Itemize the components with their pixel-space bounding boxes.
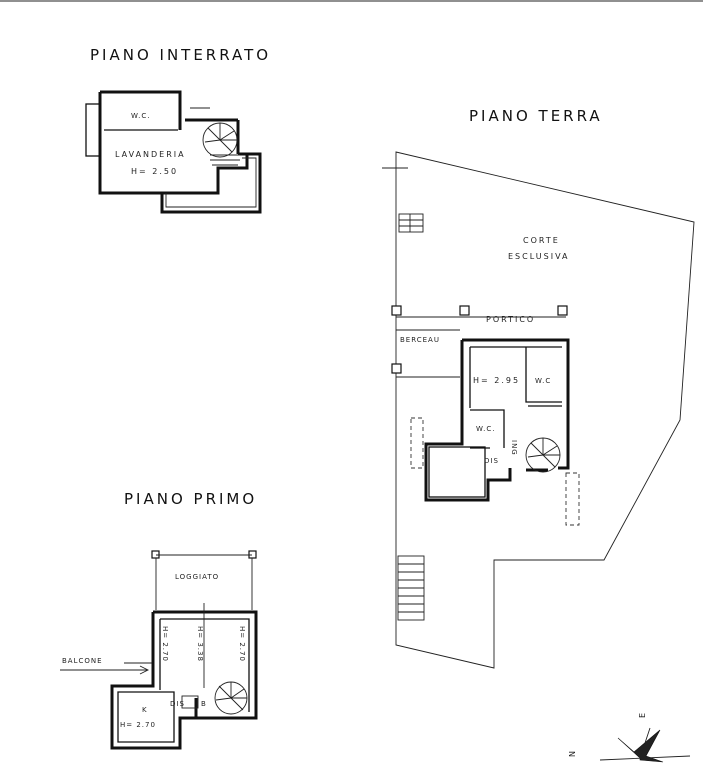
portico-label: PORTICO [486, 315, 535, 324]
primo-dis-label: DIS [170, 700, 185, 708]
balcone-label: BALCONE [62, 657, 103, 665]
berceau-post-top [391, 305, 402, 316]
terra-wc-small-label: W.C. [476, 425, 495, 433]
terra-portico-beams [396, 316, 566, 378]
terra-inner-walls [469, 346, 562, 449]
portico-post-right [557, 305, 568, 316]
terra-steps-top [398, 213, 424, 233]
terra-steps-bottom-lines [398, 563, 424, 613]
piano-interrato-plan: PIANO INTERRATO W.C. LAVANDERIA H= 2.50 [85, 46, 271, 214]
piano-interrato-title: PIANO INTERRATO [90, 46, 271, 64]
interrato-lower-walls [160, 152, 262, 214]
piano-terra-title: PIANO TERRA [469, 107, 603, 125]
compass-rose: N E [568, 711, 691, 763]
primo-stair-steps [215, 682, 247, 711]
corte-label: CORTE [523, 236, 560, 245]
primo-height-left: H= 2.70 [161, 626, 169, 662]
compass-axes [599, 727, 691, 761]
kitchen-height: H= 2.70 [120, 721, 156, 729]
balcone-arrow [60, 665, 150, 675]
interrato-stair-steps [204, 123, 240, 166]
primo-height-center: H= 3.38 [196, 626, 204, 662]
primo-inner-walls [117, 618, 250, 743]
terra-ing-label: ING [510, 440, 518, 456]
interrato-wc-label: W.C. [131, 112, 150, 120]
lavanderia-label: LAVANDERIA [115, 150, 186, 159]
piano-terra-plan: PIANO TERRA CORTE ESCLUSIVA PORTICO BERC… [382, 107, 695, 669]
loggiato-post-right [248, 550, 257, 559]
primo-bath-box [181, 695, 199, 709]
terra-house-walls [424, 338, 570, 502]
interrato-walls [98, 90, 249, 195]
terra-stair-steps [527, 438, 560, 468]
terra-height-label: H= 2.95 [473, 376, 520, 385]
terra-planter-left [410, 417, 424, 469]
terra-planter-right [565, 472, 580, 526]
piano-primo-plan: PIANO PRIMO LOGGIATO BALCONE H= 2.70 H= … [60, 490, 258, 750]
terra-steps-top-lines [399, 214, 423, 232]
terra-wc-right-label: W.C [535, 377, 551, 385]
loggiato-label: LOGGIATO [175, 573, 219, 581]
berceau-post-bottom [391, 363, 402, 374]
primo-walls [110, 610, 258, 750]
compass-north: N [568, 749, 577, 757]
kitchen-label: K [142, 706, 148, 714]
primo-bath-label: B [201, 700, 207, 708]
esclusiva-label: ESCLUSIVA [508, 252, 570, 261]
portico-post-left [459, 305, 470, 316]
interrato-inner-line [165, 157, 257, 208]
primo-height-right: H= 2.70 [238, 626, 246, 662]
interrato-niche [85, 103, 101, 157]
berceau-label: BERCEAU [400, 336, 440, 344]
compass-east: E [638, 711, 647, 718]
loggiato-outline [155, 554, 253, 610]
loggiato-post-left [151, 550, 160, 559]
terra-dis-label: DIS [484, 457, 499, 465]
terra-lot-boundary [395, 151, 695, 669]
piano-primo-title: PIANO PRIMO [124, 490, 257, 508]
compass-star-icon [617, 729, 664, 763]
lavanderia-height: H= 2.50 [131, 167, 178, 176]
terra-room-lower [428, 446, 486, 498]
